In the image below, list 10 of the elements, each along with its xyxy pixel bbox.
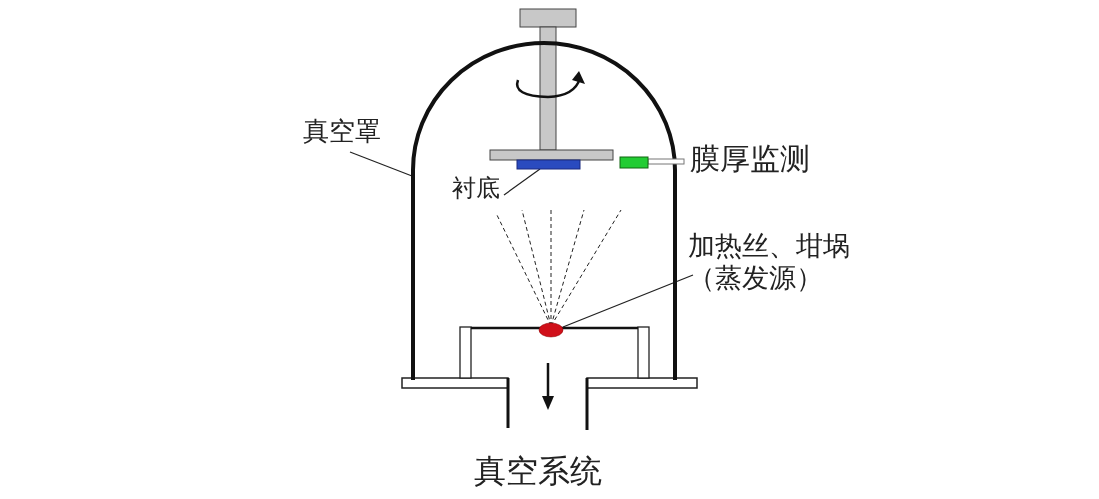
callout-label: 加热丝、坩埚（蒸发源） — [688, 230, 860, 295]
bell-jar — [411, 41, 677, 380]
part-label: 真空系统 — [474, 452, 602, 491]
thickness-sensor — [619, 156, 685, 169]
sensor-label: 膜厚监测 — [690, 141, 810, 177]
callout-label: 真空罩 — [303, 116, 381, 148]
leader-line — [562, 274, 694, 328]
callout-label: 衬底 — [452, 174, 500, 203]
leader-line — [349, 151, 413, 177]
leader-line — [503, 168, 541, 196]
